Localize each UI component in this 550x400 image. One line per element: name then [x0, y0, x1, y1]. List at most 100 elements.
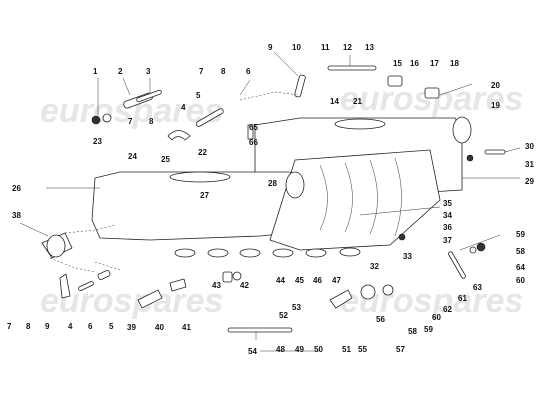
nipple: [222, 271, 233, 283]
callout-49: 49: [295, 345, 304, 354]
callout-37: 37: [443, 236, 452, 245]
return-spring-bolt: [137, 289, 163, 309]
callout-55: 55: [358, 345, 367, 354]
callout-65: 65: [249, 123, 258, 132]
inlet-port: [339, 247, 361, 257]
callout-22: 22: [198, 148, 207, 157]
rear-manifold-opening: [334, 118, 386, 130]
washer: [102, 113, 112, 123]
callout-58-right: 58: [516, 247, 525, 256]
front-manifold-opening: [169, 171, 231, 183]
callout-7-lower: 7: [7, 322, 12, 331]
callout-8: 8: [221, 67, 226, 76]
callout-44: 44: [276, 276, 285, 285]
callout-23: 23: [93, 137, 102, 146]
callout-34: 34: [443, 211, 452, 220]
callout-10: 10: [292, 43, 301, 52]
callout-63: 63: [473, 283, 482, 292]
callout-62: 62: [443, 305, 452, 314]
callout-61: 61: [458, 294, 467, 303]
callout-5: 5: [196, 91, 201, 100]
clamp-bracket: [167, 130, 191, 141]
callout-13: 13: [365, 43, 374, 52]
pivot-shaft: [327, 65, 377, 71]
callout-39: 39: [127, 323, 136, 332]
callout-20: 20: [491, 81, 500, 90]
callout-35: 35: [443, 199, 452, 208]
callout-52: 52: [279, 311, 288, 320]
callout-12: 12: [343, 43, 352, 52]
callout-30: 30: [525, 142, 534, 151]
callout-6: 6: [246, 67, 251, 76]
pulley: [360, 284, 376, 300]
callout-28: 28: [268, 179, 277, 188]
callout-4: 4: [181, 103, 186, 112]
watermark-layer: eurospares eurospares eurospares eurospa…: [40, 80, 523, 320]
callout-42: 42: [240, 281, 249, 290]
callout-29: 29: [525, 177, 534, 186]
link-rod: [195, 108, 224, 127]
callout-40: 40: [155, 323, 164, 332]
callout-64: 64: [516, 263, 525, 272]
callout-27: 27: [200, 191, 209, 200]
callout-26: 26: [12, 184, 21, 193]
callout-9-lower: 9: [45, 322, 50, 331]
callout-32: 32: [370, 262, 379, 271]
callout-56: 56: [376, 315, 385, 324]
bushing: [424, 87, 440, 99]
callout-60: 60: [516, 276, 525, 285]
callout-38: 38: [12, 211, 21, 220]
callout-48: 48: [276, 345, 285, 354]
watermark-text: eurospares: [40, 92, 223, 130]
washer: [469, 246, 477, 254]
callout-51: 51: [342, 345, 351, 354]
callout-66: 66: [249, 138, 258, 147]
bracket-plate: [247, 124, 254, 140]
callout-54: 54: [248, 347, 257, 356]
callout-60-mid: 60: [432, 313, 441, 322]
callout-19: 19: [491, 101, 500, 110]
callout-36: 36: [443, 223, 452, 232]
callout-43: 43: [212, 281, 221, 290]
callout-45: 45: [295, 276, 304, 285]
callout-41: 41: [182, 323, 191, 332]
callout-50: 50: [314, 345, 323, 354]
o-ring: [232, 271, 242, 281]
leader-lines: [19, 51, 521, 352]
watermark-text: eurospares: [40, 282, 223, 320]
bolt: [169, 278, 187, 292]
long-shaft: [227, 327, 293, 333]
callout-labels: 1 2 3 4 5 6 7 8 9 10 11 12 13 14 15 16 1…: [7, 43, 534, 356]
inlet-port: [174, 248, 196, 258]
threaded-rod: [136, 89, 162, 103]
nut: [476, 242, 486, 252]
inlet-port: [207, 248, 229, 258]
callout-18: 18: [450, 59, 459, 68]
callout-14: 14: [330, 97, 339, 106]
loose-parts: [41, 65, 506, 333]
callout-33: 33: [403, 252, 412, 261]
callout-59: 59: [516, 230, 525, 239]
throttle-opening-front: [285, 171, 305, 199]
callout-5-lower: 5: [109, 322, 114, 331]
adjuster-screw: [484, 149, 506, 155]
callout-25: 25: [161, 155, 170, 164]
bushing: [387, 75, 403, 87]
actuator-lever: [294, 74, 306, 98]
runner-block: [269, 149, 441, 251]
lever-arm: [59, 273, 71, 299]
nut: [466, 154, 474, 162]
inlet-port: [305, 248, 327, 258]
callout-4-lower: 4: [68, 322, 73, 331]
callout-16: 16: [410, 59, 419, 68]
watermark-text: eurospares: [340, 80, 523, 118]
callout-15: 15: [393, 59, 402, 68]
inlet-port: [272, 248, 294, 258]
callout-9: 9: [268, 43, 273, 52]
callout-7-mid: 7: [128, 117, 133, 126]
sleeve: [97, 270, 111, 280]
callout-2: 2: [118, 67, 123, 76]
washer: [382, 284, 394, 296]
intake-manifold-assembly: [91, 116, 472, 258]
callout-57: 57: [396, 345, 405, 354]
